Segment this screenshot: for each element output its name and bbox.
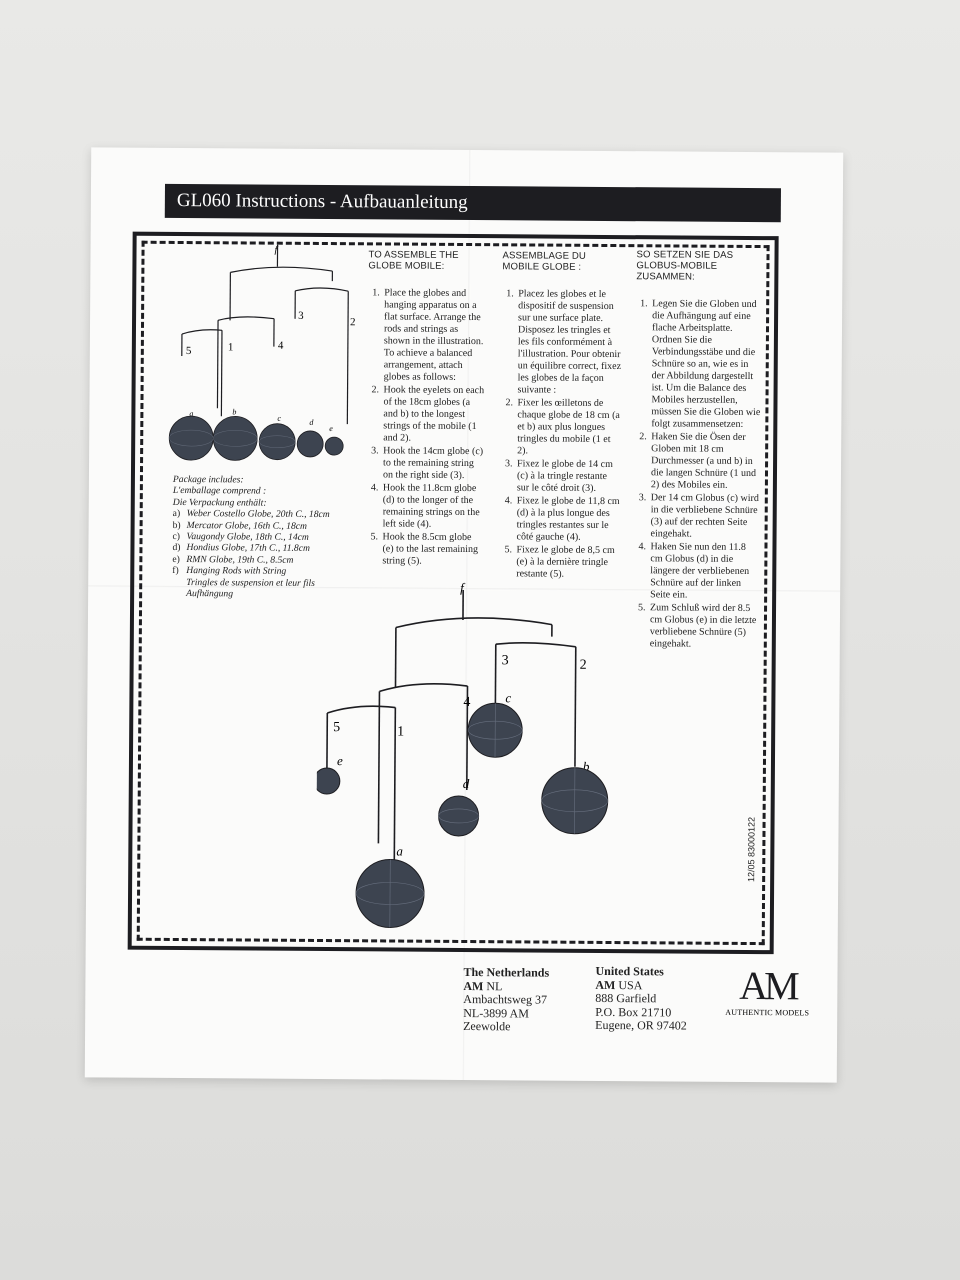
svg-text:a: a [189,409,193,418]
french-step: Fixez le globe de 14 cm (c) à la tringle… [515,458,621,495]
german-step: Haken Sie die Ösen der Globen mit 18 cm … [649,431,760,492]
logo-text: AUTHENTIC MODELS [725,1007,810,1018]
label-2: 2 [580,658,587,673]
french-step: Fixer les œilletons de chaque globe de 1… [515,397,621,458]
globe-e-small [324,436,344,456]
french-step: Fixez le globe de 11,8 cm (d) à la plus … [515,495,621,544]
english-step: Hook the 14cm globe (c) to the remaining… [381,445,485,482]
french-step: Placez les globes et le dispositif de su… [516,288,623,397]
globe-d [438,795,480,837]
svg-text:b: b [583,759,590,774]
label-f: f [275,245,279,256]
globe-d-small [296,430,324,458]
svg-text:c: c [277,414,281,423]
svg-text:b: b [232,407,236,416]
svg-text:d: d [309,418,314,427]
english-instructions: TO ASSEMBLE THE GLOBE MOBILE: Place the … [366,249,486,569]
english-step: Hook the eyelets on each of the 18cm glo… [381,384,485,445]
french-heading: ASSEMBLAGE DU MOBILE GLOBE : [502,250,586,273]
german-step: Der 14 cm Globus (c) wird in die verblie… [649,492,760,541]
svg-text:e: e [329,424,333,433]
english-step: Hook the 8.5cm globe (e) to the last rem… [380,531,484,568]
globe-c-small [258,423,296,461]
address-netherlands: The Netherlands AM NL Ambachtsweg 37 NL-… [463,965,550,1034]
package-item: f)Hanging Rods with String [172,565,287,578]
label-4: 4 [278,340,284,352]
authentic-models-logo: AM AUTHENTIC MODELS [725,962,810,1029]
svg-text:a: a [396,844,403,859]
logo-mark: AM [739,962,796,1009]
svg-text:e: e [337,753,343,768]
german-heading: SO SETZEN SIE DAS GLOBUS-MOBILE ZUSAMMEN… [636,249,734,283]
french-step: Fixez le globe de 8,5 cm (e) à la derniè… [514,544,620,581]
globe-e [315,767,341,795]
globe-b-small [212,415,258,461]
french-instructions: ASSEMBLAGE DU MOBILE GLOBE : Placez les … [500,250,622,582]
small-mobile-diagram: f 3 2 4 1 5 a b c d e [168,245,356,461]
svg-text:c: c [505,690,511,705]
german-instructions: SO SETZEN SIE DAS GLOBUS-MOBILE ZUSAMMEN… [634,249,762,652]
label-2: 2 [350,316,356,328]
label-5: 5 [333,720,340,735]
document-code: 12/05 83000122 [746,816,757,883]
english-heading: TO ASSEMBLE THE GLOBE MOBILE: [368,249,459,272]
svg-text:d: d [463,776,470,791]
german-step: Zum Schluß wird der 8.5 cm Globus (e) in… [648,602,759,651]
german-step: Legen Sie die Globen und die Aufhängung … [649,298,761,431]
french-steps: Placez les globes et le dispositif de su… [500,288,622,581]
label-4: 4 [463,695,470,710]
english-steps: Place the globes and hanging apparatus o… [366,287,486,568]
instruction-sheet: GL060 Instructions - Aufbauanleitung f 3… [84,147,844,1083]
globe-a-small [168,415,214,461]
label-f: f [460,580,466,595]
german-step: Haken Sie nun den 11.8 cm Globus (d) in … [648,541,759,602]
sheet-title: GL060 Instructions - Aufbauanleitung [164,183,781,223]
english-step: Hook the 11.8cm globe (d) to the longer … [381,482,485,531]
label-3: 3 [502,653,509,668]
address-united-states: United States AM USA 888 Garfield P.O. B… [595,963,687,1033]
label-1: 1 [228,341,234,353]
german-steps: Legen Sie die Globen und die Aufhängung … [634,298,761,651]
label-5: 5 [186,345,192,357]
label-1: 1 [397,725,404,740]
english-step: Place the globes and hanging apparatus o… [382,287,487,384]
label-3: 3 [298,310,304,322]
large-mobile-diagram: f 3 2 4 1 5 c b e d a [315,580,609,928]
